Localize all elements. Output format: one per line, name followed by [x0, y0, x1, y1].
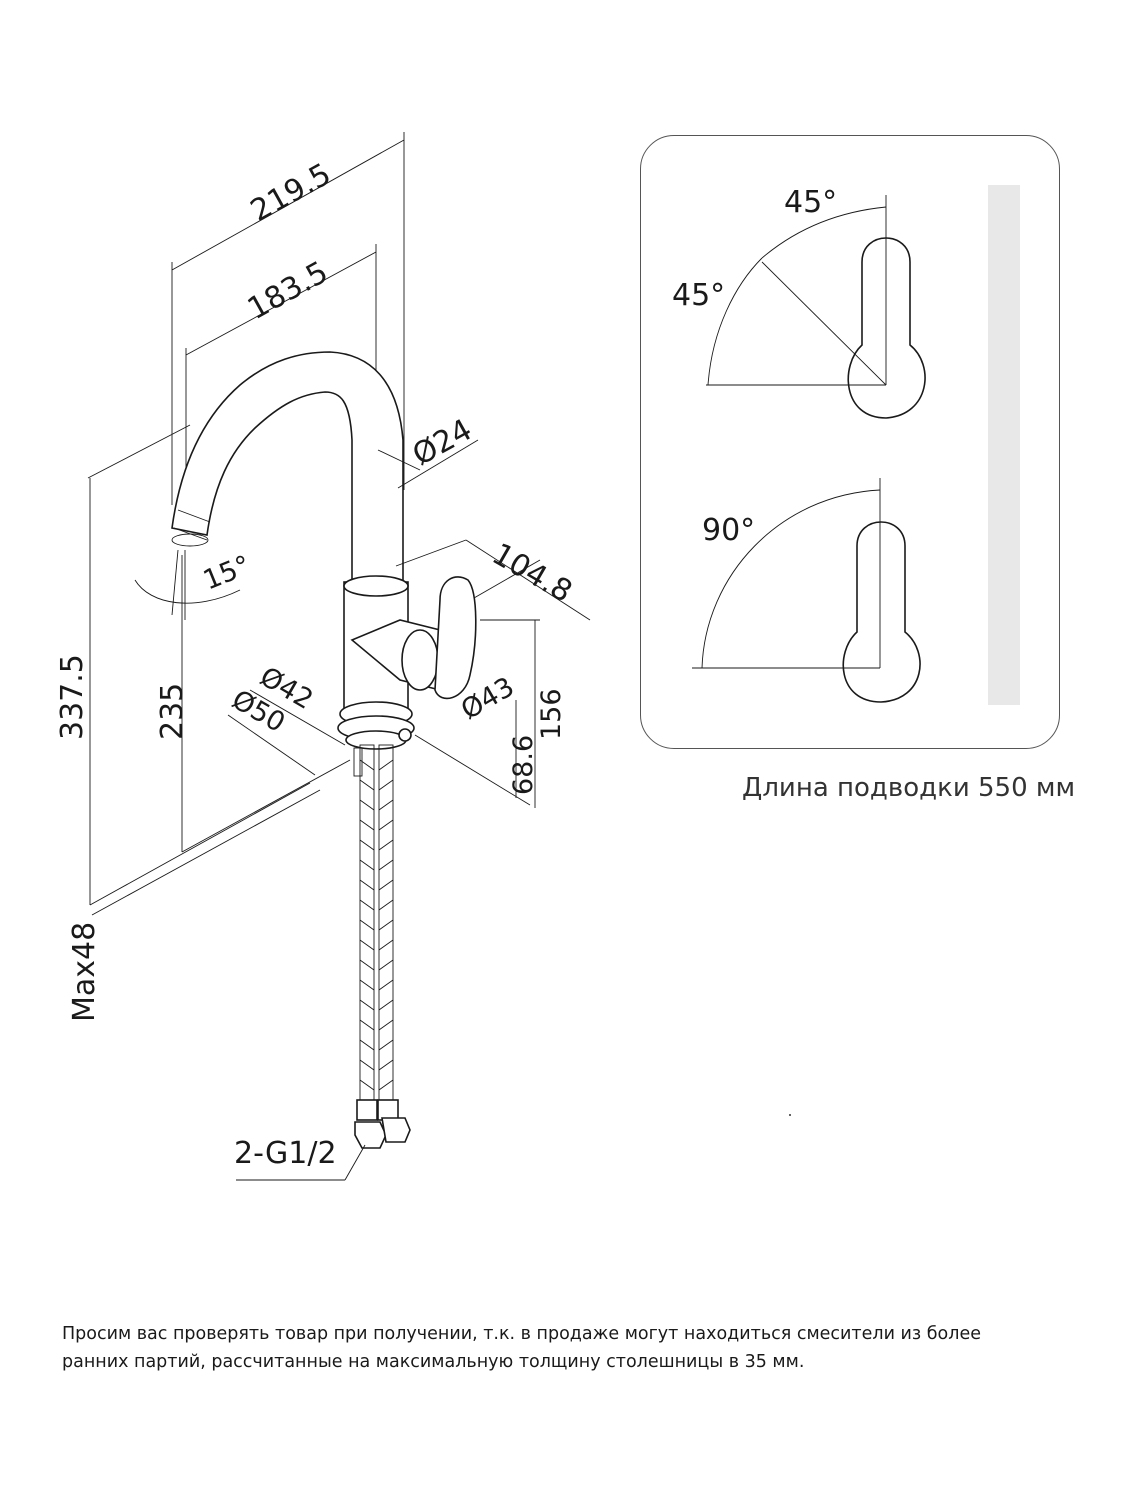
notice-text: Просим вас проверять товар при получении…	[62, 1324, 981, 1372]
label-angle-top-2: 45°	[672, 278, 725, 313]
spout	[171, 351, 404, 586]
label-handle-height: 156	[536, 688, 567, 740]
faucet-body	[337, 575, 477, 750]
panel-side-bar	[988, 185, 1020, 705]
lever-bottom	[692, 478, 921, 703]
label-spout-height: 235	[155, 683, 190, 740]
lever-rotation-panel	[640, 135, 1060, 749]
dimension-total-height: 337.5	[55, 424, 311, 906]
label-angle-bottom: 90°	[702, 513, 755, 548]
dimension-spout-height: 235	[155, 555, 351, 853]
label-connection: 2-G1/2	[234, 1136, 337, 1171]
dimension-connection: 2-G1/2	[234, 1136, 366, 1181]
hoses	[354, 744, 411, 1149]
label-angle-top-1: 45°	[784, 185, 837, 220]
dimension-max-countertop: Max48	[67, 789, 321, 1022]
lever-top	[706, 195, 926, 419]
label-max-countertop: Max48	[67, 922, 102, 1022]
label-total-height: 337.5	[55, 654, 90, 740]
hose-length-caption: Длина подводки 550 мм	[742, 773, 1076, 803]
label-base-to-handle: 68.6	[508, 735, 539, 795]
